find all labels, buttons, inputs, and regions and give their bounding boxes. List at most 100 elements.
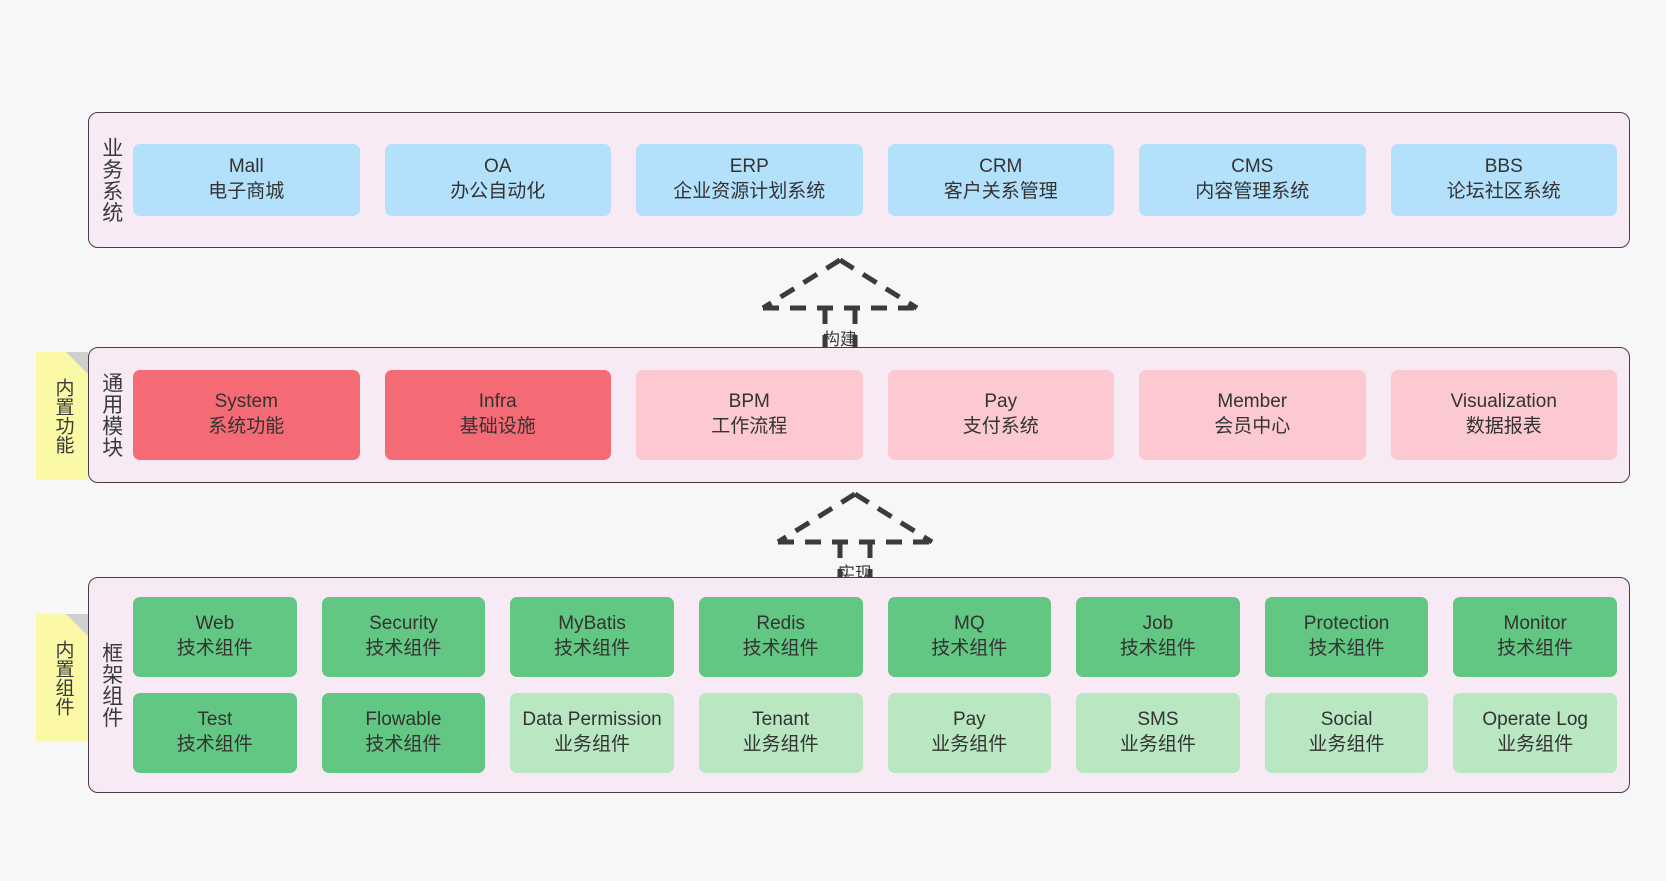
module-card-title: Mall	[228, 156, 264, 178]
module-card-subtitle: 工作流程	[711, 416, 788, 437]
module-card-subtitle: 内容管理系统	[1195, 181, 1310, 202]
module-card-system[interactable]: System 系统功能	[133, 370, 360, 460]
module-card-title: Flowable	[365, 709, 442, 731]
module-card-data-permission[interactable]: Data Permission 业务组件	[510, 693, 674, 773]
module-card-social[interactable]: Social 业务组件	[1264, 693, 1429, 773]
module-card-subtitle: 技术组件	[176, 734, 253, 755]
module-card-bpm[interactable]: BPM 工作流程	[636, 370, 863, 460]
module-card-member[interactable]: Member 会员中心	[1139, 370, 1366, 460]
module-card-subtitle: 支付系统	[962, 416, 1039, 437]
layer-framework-components: 框架组件 Web 技术组件 Security 技术组件 MyBatis 技术组件…	[88, 577, 1630, 793]
layer-body-framework: Web 技术组件 Security 技术组件 MyBatis 技术组件 Redi…	[133, 578, 1629, 792]
module-card-title: Visualization	[1450, 391, 1557, 413]
module-card-subtitle: 业务组件	[1497, 734, 1574, 755]
sticky-note-label: 内置组件	[52, 640, 74, 716]
module-card-subtitle: 技术组件	[365, 638, 442, 659]
module-card-infra[interactable]: Infra 基础设施	[384, 370, 611, 460]
module-card-sms[interactable]: SMS 业务组件	[1076, 693, 1240, 773]
layer-row: System 系统功能 Infra 基础设施 BPM 工作流程 Pay 支付系统…	[133, 370, 1617, 460]
module-card-security[interactable]: Security 技术组件	[321, 597, 486, 677]
module-card-subtitle: 企业资源计划系统	[673, 181, 826, 202]
module-card-subtitle: 业务组件	[742, 734, 819, 755]
module-card-title: Redis	[756, 613, 805, 635]
module-card-subtitle: 技术组件	[742, 638, 819, 659]
connector-label: 构建	[823, 330, 857, 349]
module-card-title: CMS	[1231, 156, 1274, 178]
module-card-title: Web	[195, 613, 235, 635]
module-card-title: Member	[1217, 391, 1288, 413]
module-card-title: System	[214, 391, 278, 413]
module-card-subtitle: 技术组件	[931, 638, 1008, 659]
module-card-cms[interactable]: CMS 内容管理系统	[1139, 144, 1366, 216]
module-card-title: Security	[369, 613, 438, 635]
module-card-title: Social	[1320, 709, 1373, 731]
module-card-title: CRM	[979, 156, 1023, 178]
module-card-subtitle: 技术组件	[176, 638, 253, 659]
module-card-title: Operate Log	[1482, 709, 1588, 731]
layer-body-business: Mall 电子商城 OA 办公自动化 ERP 企业资源计划系统 CRM 客户关系…	[133, 113, 1629, 247]
layer-row: Web 技术组件 Security 技术组件 MyBatis 技术组件 Redi…	[133, 597, 1617, 677]
module-card-title: MQ	[954, 613, 985, 635]
module-card-bbs[interactable]: BBS 论坛社区系统	[1390, 144, 1617, 216]
module-card-subtitle: 电子商城	[208, 181, 285, 202]
module-card-title: Protection	[1303, 613, 1390, 635]
module-card-title: Pay	[984, 391, 1018, 413]
module-card-pay[interactable]: Pay 支付系统	[887, 370, 1114, 460]
module-card-mq[interactable]: MQ 技术组件	[887, 597, 1052, 677]
module-card-web[interactable]: Web 技术组件	[133, 597, 297, 677]
module-card-protection[interactable]: Protection 技术组件	[1264, 597, 1429, 677]
module-card-title: Data Permission	[522, 709, 662, 731]
module-card-subtitle: 技术组件	[1497, 638, 1574, 659]
module-card-visualization[interactable]: Visualization 数据报表	[1390, 370, 1617, 460]
module-card-title: SMS	[1137, 709, 1179, 731]
module-card-title: Pay	[952, 709, 986, 731]
module-card-title: Tenant	[752, 709, 810, 731]
module-card-subtitle: 办公自动化	[450, 181, 546, 202]
module-card-pay-business[interactable]: Pay 业务组件	[887, 693, 1052, 773]
module-card-tenant[interactable]: Tenant 业务组件	[698, 693, 863, 773]
module-card-test[interactable]: Test 技术组件	[133, 693, 297, 773]
module-card-subtitle: 论坛社区系统	[1446, 181, 1561, 202]
module-card-oa[interactable]: OA 办公自动化	[384, 144, 611, 216]
module-card-job[interactable]: Job 技术组件	[1076, 597, 1240, 677]
connector-realize: 实现	[760, 490, 950, 586]
module-card-subtitle: 技术组件	[1308, 638, 1385, 659]
module-card-erp[interactable]: ERP 企业资源计划系统	[636, 144, 863, 216]
sticky-note-builtin-component: 内置组件	[36, 614, 88, 742]
module-card-subtitle: 业务组件	[554, 734, 631, 755]
module-card-crm[interactable]: CRM 客户关系管理	[887, 144, 1114, 216]
module-card-subtitle: 业务组件	[931, 734, 1008, 755]
module-card-subtitle: 技术组件	[554, 638, 631, 659]
connector-build: 构建	[745, 256, 935, 352]
module-card-title: ERP	[729, 156, 769, 178]
module-card-mybatis[interactable]: MyBatis 技术组件	[510, 597, 674, 677]
module-card-subtitle: 系统功能	[208, 416, 285, 437]
layer-title-business: 业务系统	[99, 137, 123, 223]
module-card-monitor[interactable]: Monitor 技术组件	[1453, 597, 1617, 677]
module-card-flowable[interactable]: Flowable 技术组件	[321, 693, 486, 773]
module-card-subtitle: 数据报表	[1465, 416, 1542, 437]
module-card-title: Monitor	[1503, 613, 1567, 635]
layer-title-common: 通用模块	[99, 372, 123, 458]
module-card-title: Infra	[478, 391, 517, 413]
module-card-subtitle: 业务组件	[1308, 734, 1385, 755]
module-card-subtitle: 客户关系管理	[943, 181, 1058, 202]
module-card-title: Test	[197, 709, 233, 731]
layer-title-framework: 框架组件	[99, 642, 123, 728]
module-card-operate-log[interactable]: Operate Log 业务组件	[1453, 693, 1617, 773]
module-card-title: BPM	[728, 391, 770, 413]
module-card-title: BBS	[1484, 156, 1523, 178]
module-card-subtitle: 技术组件	[1119, 638, 1196, 659]
sticky-note-builtin-function: 内置功能	[36, 352, 88, 480]
module-card-subtitle: 基础设施	[459, 416, 536, 437]
layer-body-common: System 系统功能 Infra 基础设施 BPM 工作流程 Pay 支付系统…	[133, 348, 1629, 482]
module-card-mall[interactable]: Mall 电子商城	[133, 144, 360, 216]
module-card-subtitle: 业务组件	[1119, 734, 1196, 755]
module-card-redis[interactable]: Redis 技术组件	[698, 597, 863, 677]
layer-common-modules: 通用模块 System 系统功能 Infra 基础设施 BPM 工作流程 Pay…	[88, 347, 1630, 483]
module-card-title: OA	[484, 156, 512, 178]
layer-row: Test 技术组件 Flowable 技术组件 Data Permission …	[133, 693, 1617, 773]
module-card-title: MyBatis	[558, 613, 626, 635]
module-card-title: Job	[1142, 613, 1174, 635]
generalization-arrow-icon	[761, 257, 919, 352]
